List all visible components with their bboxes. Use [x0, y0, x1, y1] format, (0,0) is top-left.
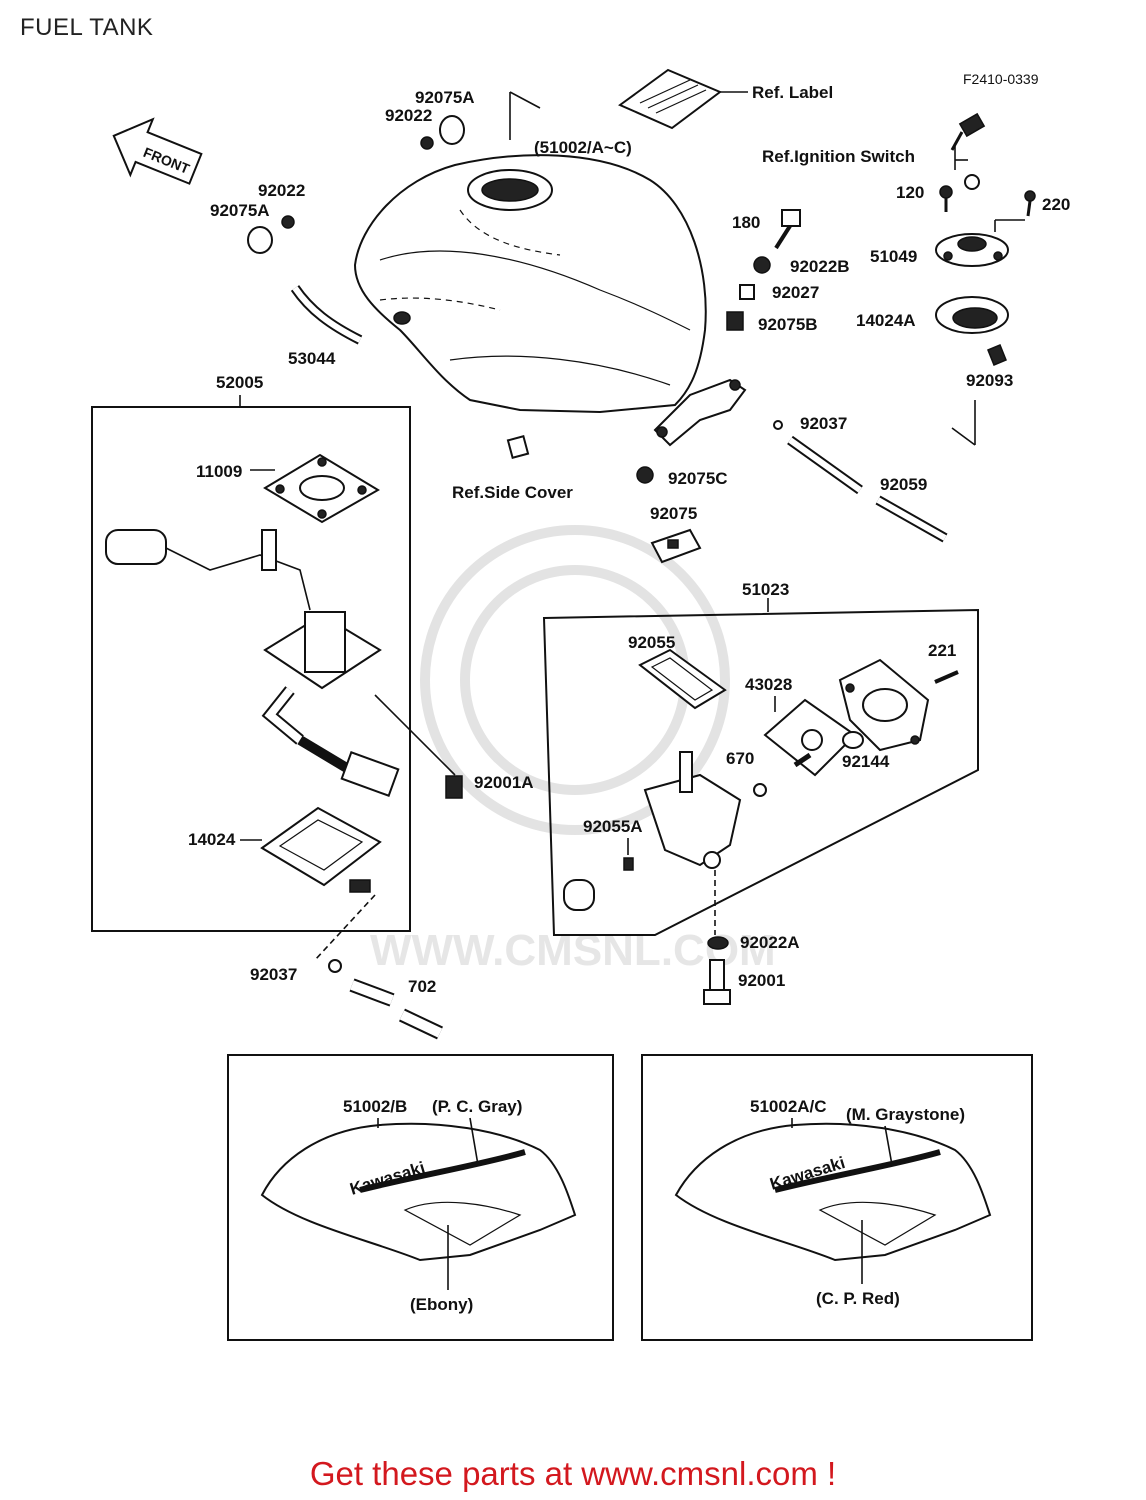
label-92075A-left: 92075A — [210, 201, 270, 220]
label-92075A-top: 92075A — [415, 88, 475, 107]
label-180: 180 — [732, 213, 760, 232]
label-ref-ignition-switch: Ref.Ignition Switch — [762, 147, 915, 166]
label-92075C: 92075C — [668, 469, 728, 488]
label-120: 120 — [896, 183, 924, 202]
label-92001A: 92001A — [474, 773, 534, 792]
cover-plate-221 — [838, 658, 930, 752]
watermark-logo: WWW.CMSNL.COM — [370, 525, 776, 975]
variant-2-lower-color: (C. P. Red) — [816, 1289, 900, 1308]
grommet-92075A-top — [420, 115, 465, 150]
plate-11009 — [263, 453, 380, 524]
variant-2-part: 51002A/C — [750, 1097, 827, 1116]
label-11009: 11009 — [196, 462, 242, 481]
gasket-14024 — [260, 806, 382, 893]
label-92022-top: 92022 — [385, 106, 432, 125]
label-92075B: 92075B — [758, 315, 818, 334]
pad-92075 — [650, 528, 702, 564]
label-ref-side-cover: Ref.Side Cover — [452, 483, 573, 502]
gasket-14024A — [935, 296, 1009, 334]
front-arrow-icon: FRONT — [112, 117, 203, 185]
variant-2-color: (M. Graystone) — [846, 1105, 965, 1124]
group-box-51023 — [542, 608, 979, 936]
label-ref-label: Ref. Label — [752, 83, 833, 102]
label-53044: 53044 — [288, 349, 336, 368]
label-14024A: 14024A — [856, 311, 916, 330]
label-92093: 92093 — [966, 371, 1013, 390]
variant-box-1 — [227, 1054, 614, 1341]
label-221: 221 — [928, 641, 956, 660]
page-title: FUEL TANK — [20, 14, 154, 41]
label-14024: 14024 — [188, 830, 236, 849]
label-43028: 43028 — [745, 675, 792, 694]
diaphragm-43028 — [763, 698, 857, 777]
label-92022B: 92022B — [790, 257, 850, 276]
label-92055A: 92055A — [583, 817, 643, 836]
variant-1-lower-color: (Ebony) — [410, 1295, 473, 1314]
diagram-code: F2410-0339 — [963, 71, 1039, 87]
tank-bracket — [653, 378, 747, 447]
variant-box-2 — [641, 1054, 1033, 1341]
variant-1-part: 51002/B — [343, 1097, 407, 1116]
label-51002-range: (51002/A~C) — [534, 138, 632, 157]
label-52005: 52005 — [216, 373, 263, 392]
label-51049: 51049 — [870, 247, 917, 266]
label-92055: 92055 — [628, 633, 675, 652]
label-92022-left: 92022 — [258, 181, 305, 200]
exploded-diagram: WWW.CMSNL.COM F2410-0339 FRONT Ref. Labe… — [91, 68, 1070, 1341]
label-92027: 92027 — [772, 283, 819, 302]
fuel-tank-body — [353, 154, 707, 414]
label-702: 702 — [408, 977, 436, 996]
label-92037-right: 92037 — [800, 414, 847, 433]
label-92144: 92144 — [842, 752, 890, 771]
bolt-180 — [774, 209, 801, 250]
variant-tank-1: Kawasaki — [260, 1122, 577, 1262]
label-92022A: 92022A — [740, 933, 800, 952]
grommet-92075A-left — [247, 215, 295, 254]
label-51023: 51023 — [742, 580, 789, 599]
gasket-92055 — [638, 648, 727, 710]
ref-label-sticker — [618, 68, 748, 130]
fuel-level-sensor — [105, 529, 400, 797]
group-box-52005 — [91, 406, 411, 932]
label-92075: 92075 — [650, 504, 697, 523]
footer-link[interactable]: Get these parts at www.cmsnl.com ! — [309, 1455, 837, 1492]
label-92059: 92059 — [880, 475, 927, 494]
label-220: 220 — [1042, 195, 1070, 214]
label-92037-left: 92037 — [250, 965, 297, 984]
key-icon — [950, 112, 986, 151]
variant-1-color: (P. C. Gray) — [432, 1097, 522, 1116]
fuel-cock-body — [563, 751, 742, 911]
variant-tank-2: Kawasaki — [674, 1122, 992, 1262]
label-670: 670 — [726, 749, 754, 768]
label-92001: 92001 — [738, 971, 785, 990]
fuel-cap-51049 — [935, 233, 1009, 267]
